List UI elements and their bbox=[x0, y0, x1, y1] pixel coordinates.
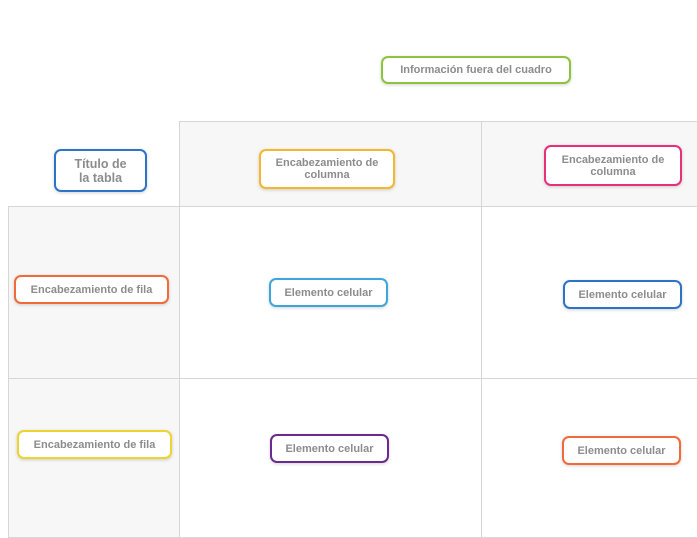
outside-info-label: Información fuera del cuadro bbox=[400, 64, 552, 76]
cell-element-node-4[interactable]: Elemento celular bbox=[562, 436, 681, 465]
cell-element-node-3[interactable]: Elemento celular bbox=[270, 434, 389, 463]
cell-element-label-2: Elemento celular bbox=[578, 288, 667, 301]
row-header-label-2: Encabezamiento de fila bbox=[33, 438, 156, 451]
cell-element-label-1: Elemento celular bbox=[284, 286, 373, 299]
cell-element-label-3: Elemento celular bbox=[285, 442, 374, 455]
table-title-node[interactable]: Título de la tabla bbox=[54, 149, 147, 192]
cell-element-label-4: Elemento celular bbox=[577, 444, 666, 457]
outside-info-node[interactable]: Información fuera del cuadro bbox=[381, 56, 571, 84]
row-header-node-2[interactable]: Encabezamiento de fila bbox=[17, 430, 172, 459]
column-header-node-2[interactable]: Encabezamiento de columna bbox=[544, 145, 682, 186]
column-header-label-1: Encabezamiento de columna bbox=[275, 157, 379, 181]
column-header-node-1[interactable]: Encabezamiento de columna bbox=[259, 149, 395, 189]
cell-element-node-1[interactable]: Elemento celular bbox=[269, 278, 388, 307]
cell-element-node-2[interactable]: Elemento celular bbox=[563, 280, 682, 309]
row-header-node-1[interactable]: Encabezamiento de fila bbox=[14, 275, 169, 304]
table-title-label: Título de la tabla bbox=[74, 156, 127, 185]
column-header-label-2: Encabezamiento de columna bbox=[561, 153, 665, 178]
row-header-label-1: Encabezamiento de fila bbox=[30, 283, 153, 296]
